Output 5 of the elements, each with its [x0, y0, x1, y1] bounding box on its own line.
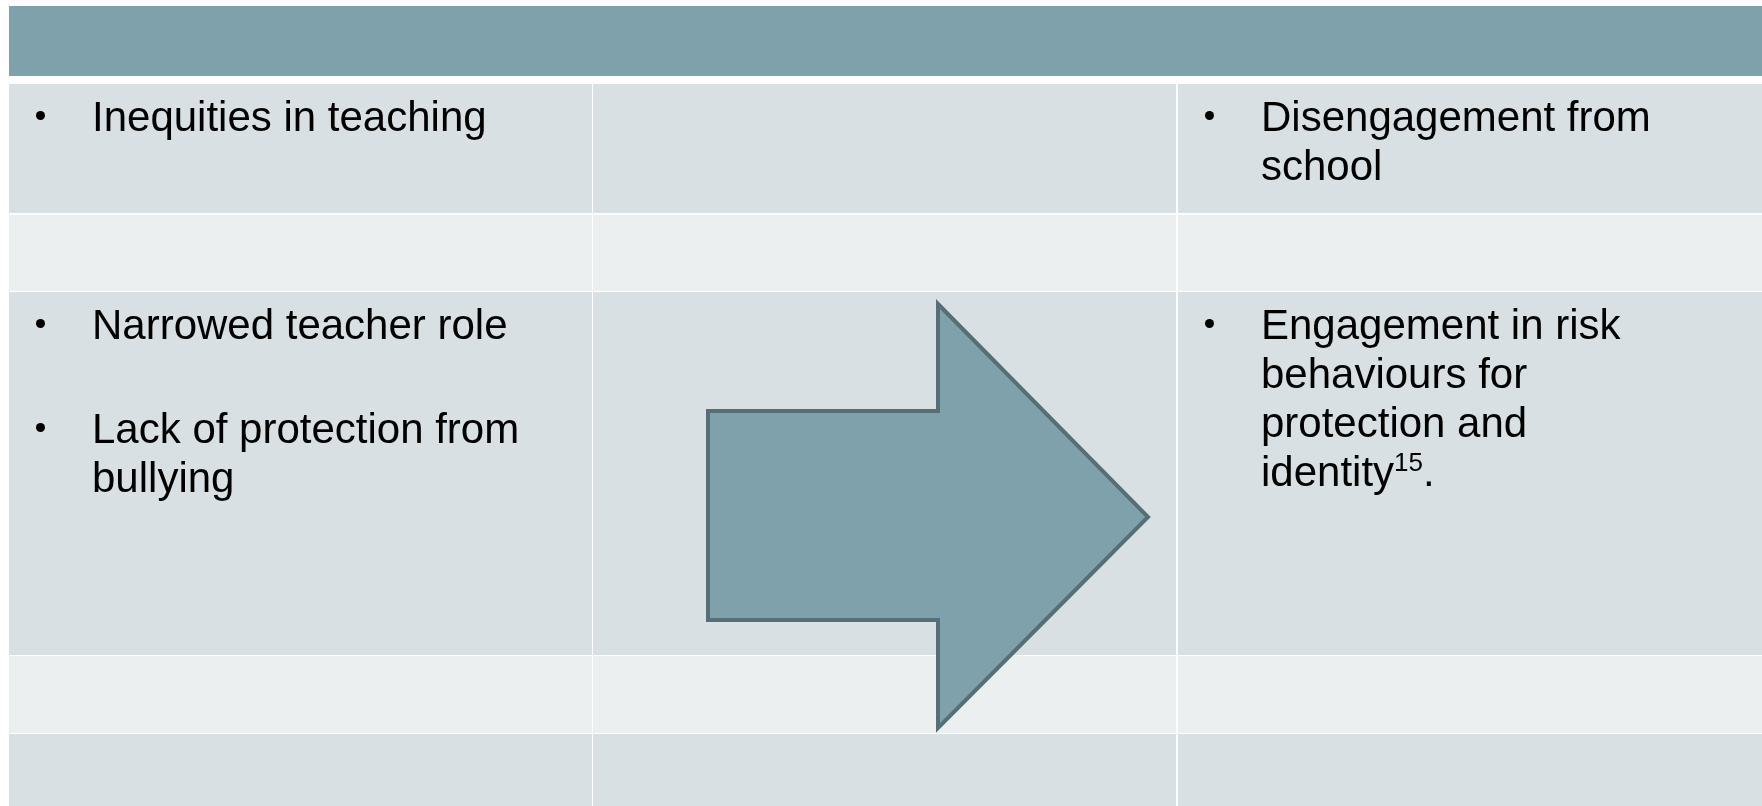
- cell-text: Narrowed teacher role: [92, 300, 508, 349]
- cell-text: Lack of protection from bullying: [92, 404, 521, 502]
- cell-text: Engagement in risk behaviours for protection and identity$^{15}$.: [1261, 300, 1622, 496]
- cell-text: Disengagement from school: [1261, 92, 1652, 190]
- cell-text: Inequities in teaching: [92, 92, 487, 141]
